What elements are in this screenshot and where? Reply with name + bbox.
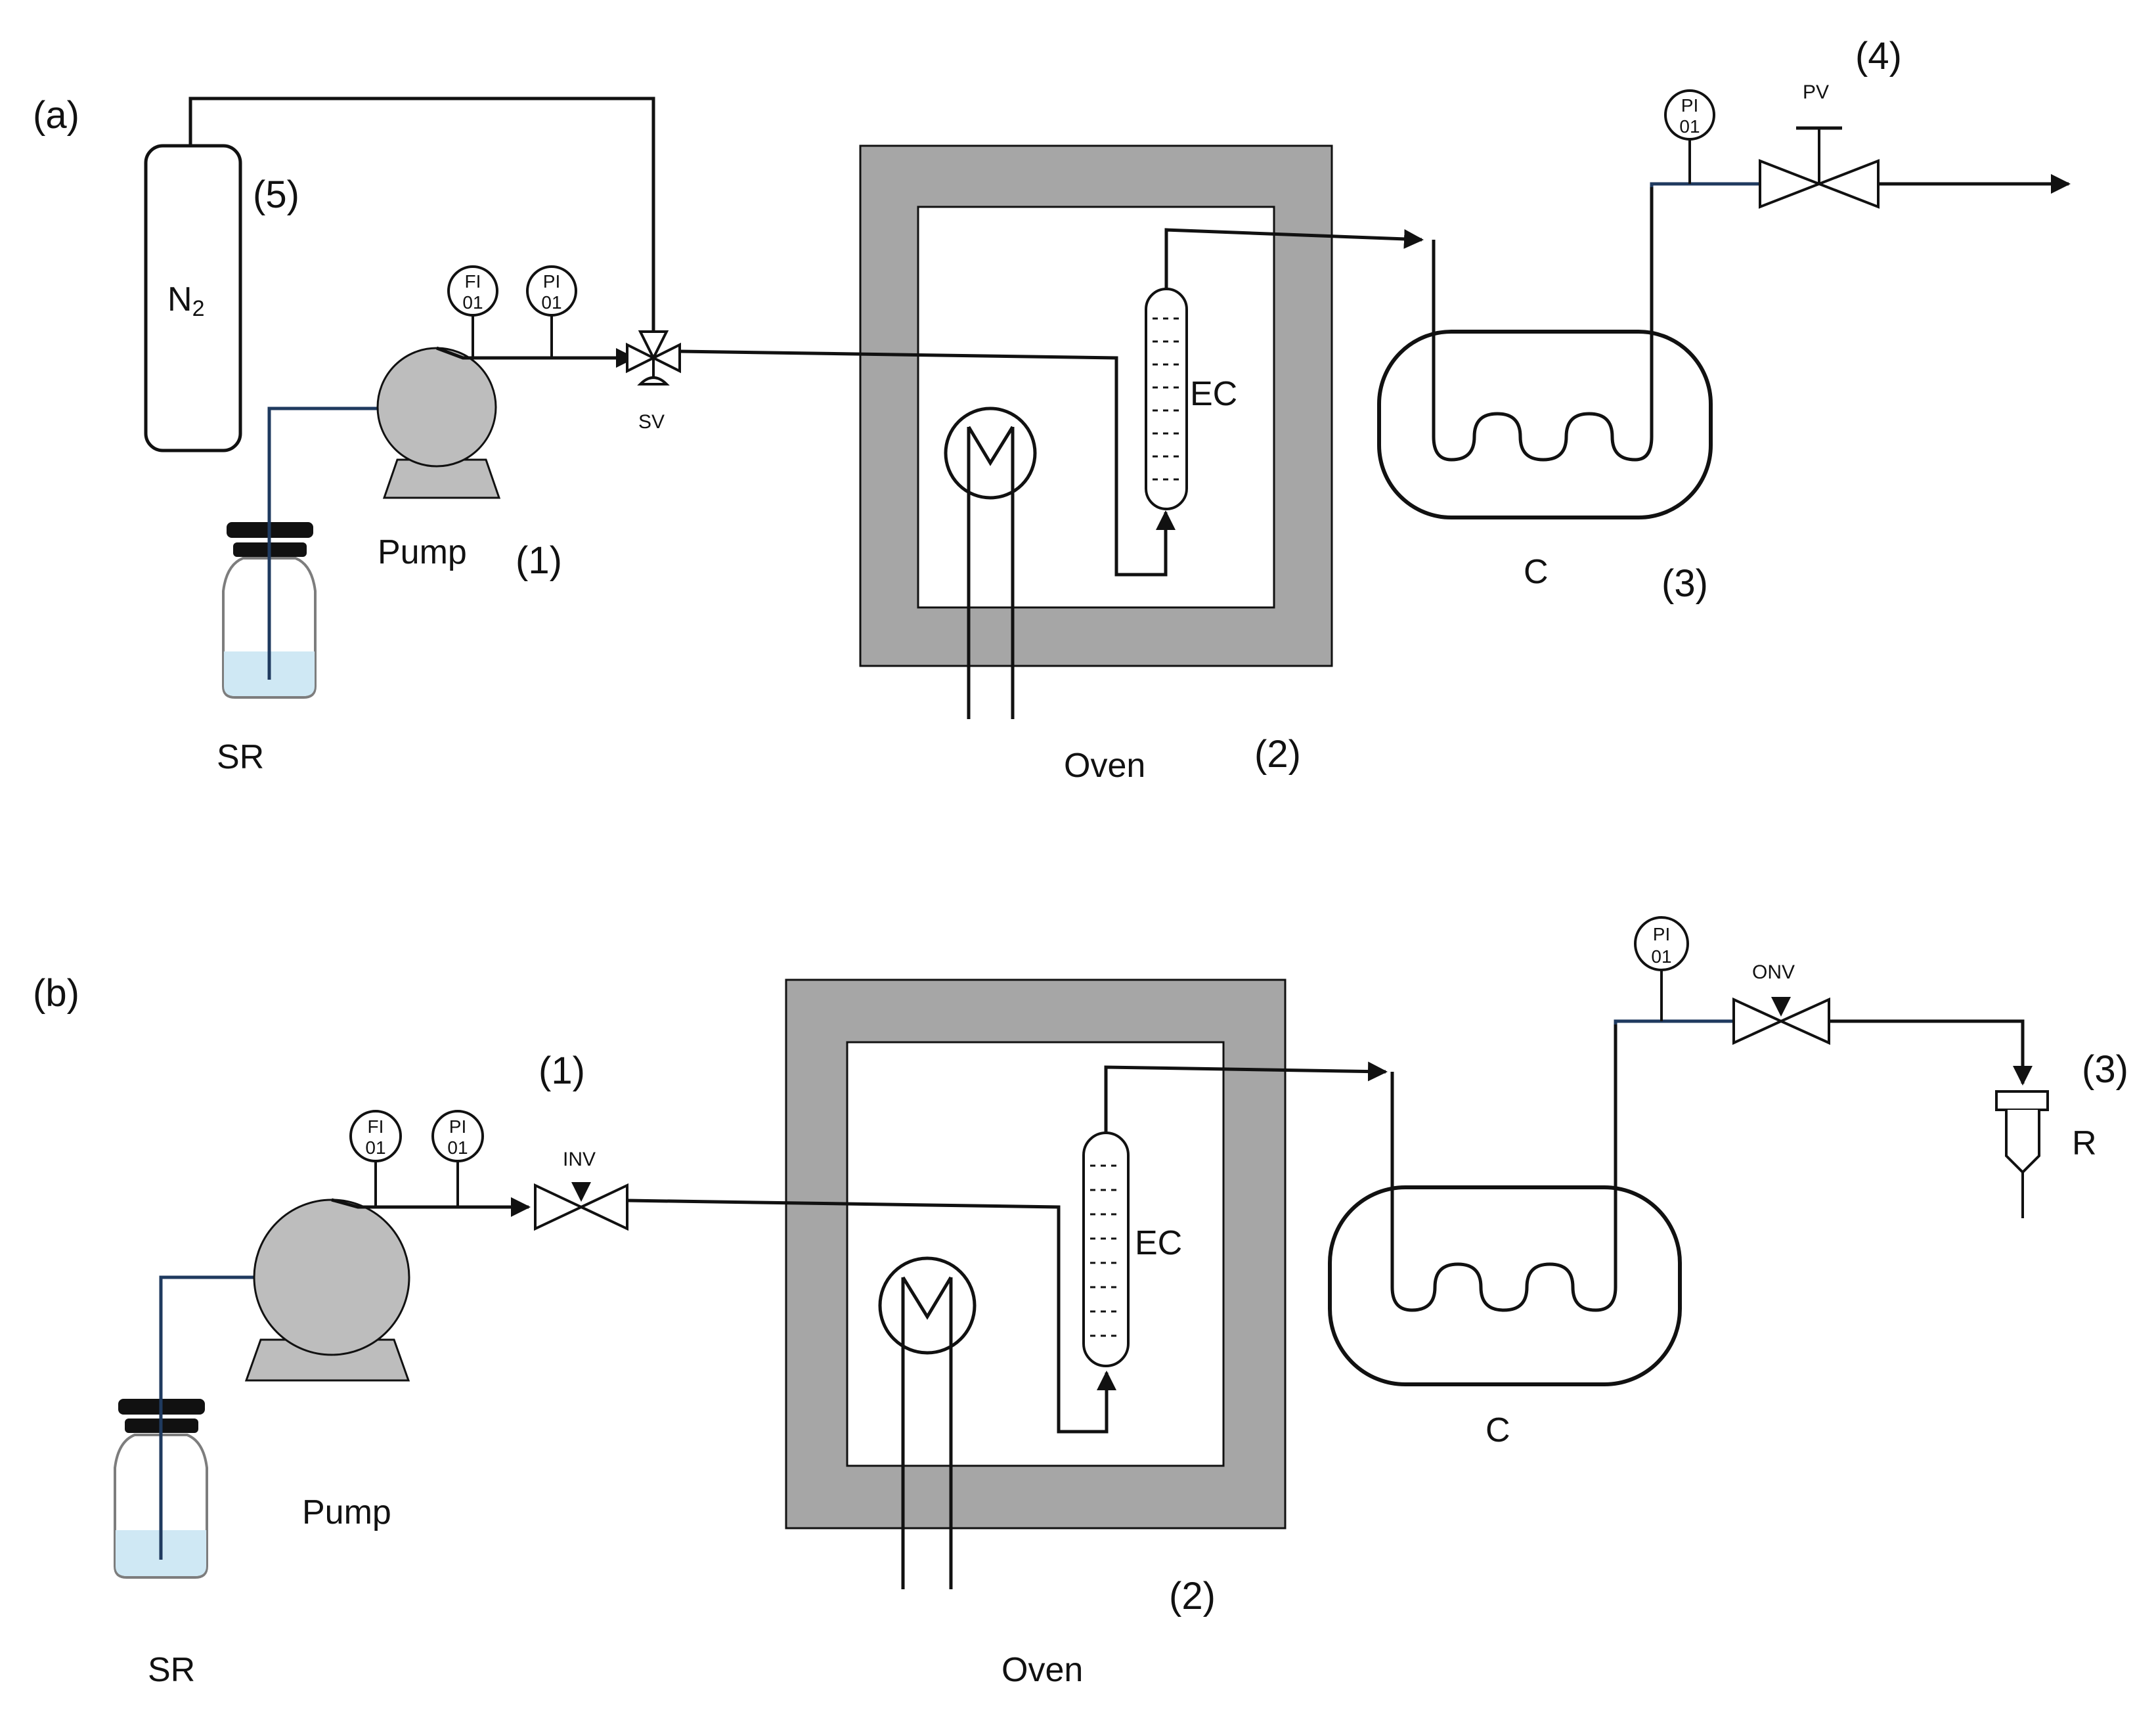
reservoir-label: SR	[217, 738, 264, 776]
panel-b: (b) SR Pump FI 01 PI 01	[33, 916, 2128, 1689]
receiver-number-label: (3)	[2082, 1048, 2128, 1091]
extraction-column-b	[1082, 1132, 1130, 1367]
pump-b	[244, 1199, 410, 1382]
svg-text:01: 01	[447, 1137, 468, 1158]
column-outlet-line-b	[1104, 1061, 1388, 1133]
exit-line-b	[1829, 1019, 2033, 1086]
condenser-b	[1328, 1021, 1682, 1386]
svg-text:FI: FI	[368, 1116, 384, 1137]
receiver-label: R	[2072, 1124, 2097, 1162]
instrument-pi-b: PI 01	[431, 1110, 484, 1207]
oven-label-b: Oven	[1001, 1651, 1083, 1689]
outlet-needle-valve	[1732, 997, 1830, 1045]
instrument-fi-b: FI 01	[349, 1110, 402, 1207]
n2-cylinder-label: N2	[167, 280, 204, 321]
svg-text:01: 01	[365, 1137, 385, 1158]
pump-number-label: (1)	[516, 539, 562, 582]
svg-text:01: 01	[462, 292, 483, 313]
instrument-pi: PI 01	[526, 265, 577, 358]
n2-cylinder: N2	[144, 144, 242, 452]
svg-text:01: 01	[1679, 116, 1700, 137]
n2-line	[188, 97, 663, 353]
pump-label: Pump	[378, 533, 467, 571]
column-label: EC	[1190, 375, 1237, 413]
outlet-valve-label-b: ONV	[1752, 961, 1795, 983]
gas-number-label: (5)	[253, 173, 299, 216]
svg-text:PI: PI	[1681, 95, 1698, 116]
svg-text:PI: PI	[543, 271, 560, 292]
svg-text:FI: FI	[465, 271, 481, 292]
outlet-line-b	[1614, 1019, 1734, 1024]
inlet-valve	[534, 1182, 628, 1231]
svg-text:01: 01	[541, 292, 561, 313]
svg-text:PI: PI	[449, 1116, 466, 1137]
receiver	[1995, 1090, 2049, 1218]
condenser-label: C	[1524, 553, 1549, 591]
oven-label: Oven	[1064, 747, 1145, 785]
pressure-valve	[1759, 126, 1880, 209]
pump-discharge-line-b	[331, 1197, 531, 1217]
condenser	[1377, 187, 1713, 519]
panel-a-label: (a)	[33, 94, 79, 137]
extraction-column	[1145, 288, 1188, 510]
oven	[859, 144, 1333, 719]
condenser-number-label: (3)	[1661, 562, 1708, 605]
panel-b-label: (b)	[33, 972, 79, 1015]
outlet-line	[1650, 182, 1760, 187]
pump-label-b: Pump	[302, 1493, 391, 1531]
valve-label: SV	[638, 411, 665, 433]
feed-line	[679, 349, 1176, 577]
outlet-valve-label: PV	[1803, 81, 1829, 103]
instrument-pi-outlet: PI 01	[1664, 89, 1715, 184]
instrument-fi: FI 01	[447, 265, 498, 358]
pump-discharge-line	[436, 346, 636, 368]
column-label-b: EC	[1135, 1224, 1182, 1262]
outlet-number-label: (4)	[1855, 35, 1902, 77]
svg-text:01: 01	[1651, 946, 1671, 967]
feed-line-b	[627, 1199, 1116, 1434]
condenser-label-b: C	[1485, 1411, 1510, 1449]
inlet-number-label: (1)	[539, 1049, 585, 1092]
pump	[376, 347, 501, 499]
switching-valve	[626, 330, 681, 385]
panel-a: (a) N2 (5) SR Pump (1)	[33, 35, 2071, 785]
column-outlet-line	[1164, 228, 1424, 289]
reservoir-label-b: SR	[148, 1651, 195, 1689]
svg-text:PI: PI	[1653, 924, 1670, 944]
oven-number-label: (2)	[1254, 733, 1301, 776]
valve-label-b: INV	[563, 1149, 596, 1170]
oven-b	[785, 979, 1287, 1589]
oven-number-label-b: (2)	[1169, 1575, 1216, 1617]
instrument-pi-outlet-b: PI 01	[1634, 916, 1689, 1021]
